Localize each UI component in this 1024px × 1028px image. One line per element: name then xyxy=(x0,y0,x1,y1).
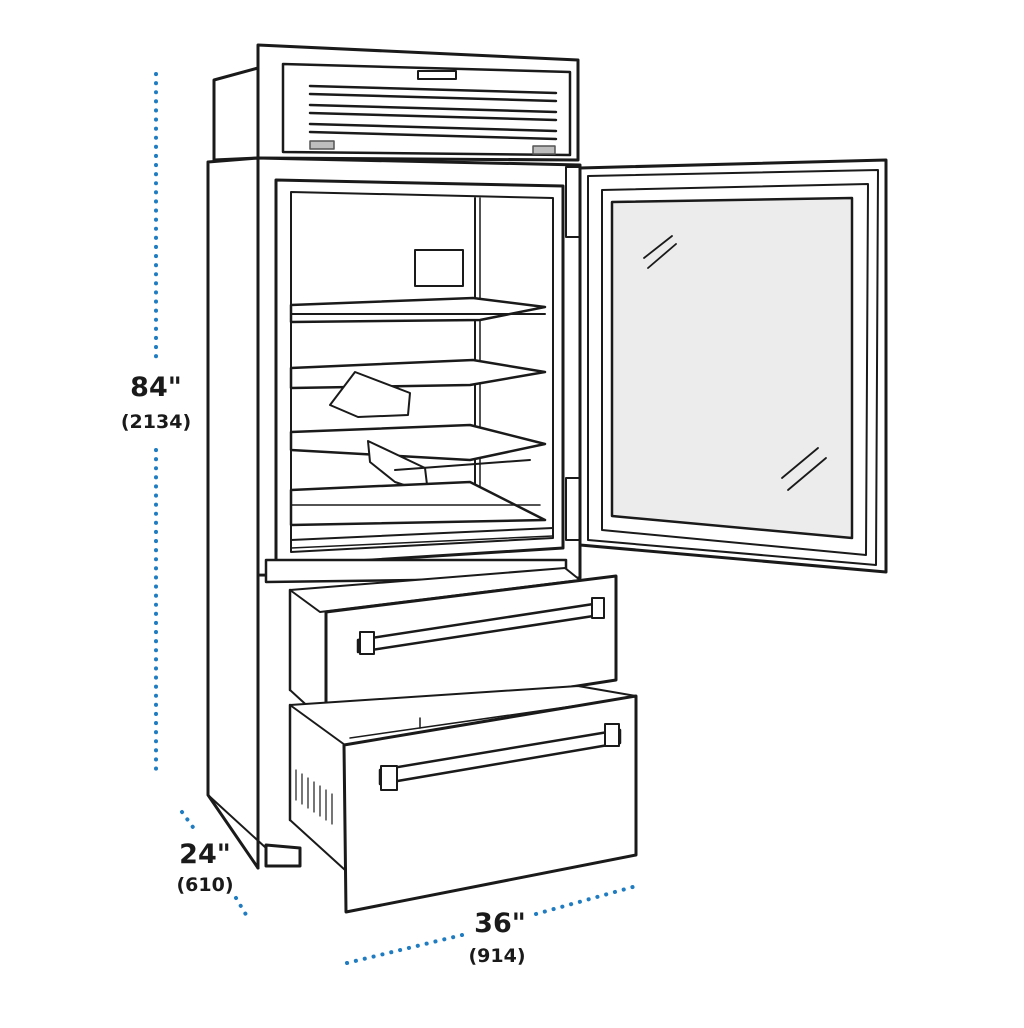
depth-dimension-line-upper xyxy=(180,810,197,832)
width-dimension-line-left xyxy=(345,933,464,965)
width-dimension-line-right xyxy=(534,883,642,916)
depth-dimension-imperial: 24" xyxy=(179,839,231,870)
interior-compartment xyxy=(274,178,565,568)
height-dimension-imperial: 84" xyxy=(130,372,182,403)
width-dimension-metric: (914) xyxy=(468,945,526,967)
height-dimension-metric: (2134) xyxy=(120,411,192,433)
depth-dimension-metric: (610) xyxy=(176,874,234,896)
glass-door xyxy=(578,158,888,574)
depth-dimension-line-lower xyxy=(234,896,250,920)
grille-unit xyxy=(212,43,580,162)
width-dimension-imperial: 36" xyxy=(474,908,526,939)
lower-drawer xyxy=(288,685,638,914)
